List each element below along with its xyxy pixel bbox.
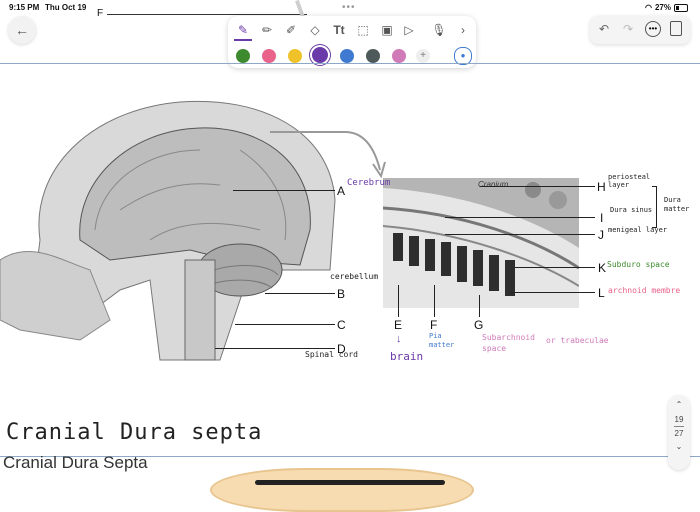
chevron-down-icon[interactable]: ⌄: [675, 442, 683, 451]
current-page: 19: [674, 415, 684, 424]
label-i: I: [600, 211, 604, 225]
chevron-right-icon[interactable]: ›: [461, 23, 465, 37]
annotation-meningeal: menigeal layer: [608, 226, 668, 234]
annotation-arachnoid: archnoid membre: [608, 286, 681, 295]
color-swatch-blue[interactable]: [340, 49, 354, 63]
dura-bracket: [652, 186, 657, 228]
leader-g: [479, 295, 480, 317]
color-swatch-green[interactable]: [236, 49, 250, 63]
annotation-subdural: Subduro space: [607, 260, 670, 269]
label-f: F: [430, 318, 438, 332]
top-label-f: F: [97, 8, 104, 19]
label-c: C: [337, 318, 346, 332]
leader-i: [445, 217, 595, 218]
label-g: G: [474, 318, 484, 332]
label-l: L: [598, 286, 605, 300]
annotation-cerebellum: cerebellum: [330, 272, 379, 281]
undo-redo-group: ↶ ↷ •••: [590, 16, 690, 44]
status-date: Thu Oct 19: [45, 3, 87, 12]
battery-icon: [674, 3, 688, 12]
label-j: J: [598, 228, 604, 242]
back-button[interactable]: ←: [8, 16, 36, 44]
total-pages: 27: [674, 429, 684, 438]
zoom-callout-arrow: [270, 131, 386, 179]
pager-divider: [674, 426, 684, 427]
annotation-brain: brain: [390, 350, 424, 363]
add-color-icon[interactable]: +: [416, 49, 430, 63]
undo-icon[interactable]: ↶: [599, 22, 610, 36]
pages-icon[interactable]: [670, 21, 682, 36]
pen-icon[interactable]: ✎: [234, 21, 252, 41]
leader-l: [510, 292, 595, 293]
color-swatch-magenta[interactable]: [392, 49, 406, 63]
color-swatch-pink[interactable]: [262, 49, 276, 63]
annotation-dura-sinus: Dura sinus: [610, 206, 653, 214]
annotation-periosteal: periosteal layer: [608, 173, 651, 189]
handwritten-title: Cranial Dura septa: [6, 420, 263, 445]
annotation-trabeculae: or trabeculae: [546, 336, 609, 345]
leader-f: [434, 285, 435, 317]
meninges-detail-illustration: [383, 178, 579, 308]
leader-b: [265, 293, 335, 294]
label-d: D: [337, 342, 346, 356]
play-icon[interactable]: ▷: [404, 23, 414, 37]
lasso-icon[interactable]: ⬚: [357, 23, 369, 37]
mic-icon[interactable]: 🎙: [431, 23, 447, 37]
battery-percent: 27%: [654, 3, 671, 12]
stroke-size-icon[interactable]: ●: [454, 47, 472, 65]
color-swatch-purple-selected[interactable]: [312, 47, 328, 63]
cranium-label: Cranium: [478, 180, 509, 189]
annotation-cerebrum: Cerebrum: [347, 178, 391, 188]
leader-d: [215, 348, 335, 349]
leader-k: [515, 267, 595, 268]
home-indicator[interactable]: [255, 480, 445, 485]
leader-h: [480, 186, 595, 187]
color-swatch-yellow[interactable]: [288, 49, 302, 63]
label-b: B: [337, 287, 346, 301]
pencil-icon[interactable]: ✏: [261, 23, 273, 37]
label-e: E: [394, 318, 403, 332]
label-a: A: [337, 184, 346, 198]
image-icon[interactable]: ▣: [381, 23, 393, 37]
annotation-subarachnoid: Subarchnoid space: [482, 333, 535, 353]
label-h: H: [597, 180, 606, 194]
arrow-down-icon: ↓: [396, 333, 402, 345]
leader-j: [445, 234, 595, 235]
arrow-left-icon: ←: [15, 22, 29, 38]
status-right: ◠ 27%: [645, 3, 688, 12]
multitask-dots-icon[interactable]: •••: [342, 2, 356, 13]
top-leader-line: [107, 14, 307, 15]
leader-c: [235, 324, 335, 325]
more-options-icon[interactable]: •••: [645, 21, 661, 37]
status-bar: 9:15 PM Thu Oct 19 ••• ◠ 27%: [0, 0, 700, 14]
color-swatch-gray[interactable]: [366, 49, 380, 63]
annotation-dura-mater: Dura matter: [664, 196, 690, 213]
next-figure-preview: [210, 468, 474, 512]
page-separator: [0, 456, 700, 457]
annotation-spinal-cord: Spinal cord: [305, 350, 358, 359]
annotation-pia-mater: Pia matter: [429, 332, 455, 349]
printed-title: Cranial Dura Septa: [3, 453, 148, 472]
leader-e: [398, 285, 399, 317]
drawing-toolbar: ✎ ✏ ✐ ◇ Tt ⬚ ▣ ▷ 🎙 › + ●: [228, 16, 476, 68]
page-navigator: ⌃ 19 27 ⌄: [668, 395, 690, 470]
brain-sagittal-illustration: [0, 100, 336, 361]
page-top-border: [0, 63, 700, 64]
chevron-up-icon[interactable]: ⌃: [675, 400, 683, 409]
text-icon[interactable]: Tt: [333, 23, 345, 37]
highlighter-icon[interactable]: ✐: [285, 23, 297, 37]
redo-icon[interactable]: ↷: [623, 22, 634, 36]
label-k: K: [598, 261, 607, 275]
eraser-icon[interactable]: ◇: [310, 23, 320, 37]
leader-a: [233, 190, 335, 191]
wifi-icon: ◠: [645, 3, 652, 12]
status-time: 9:15 PM: [9, 3, 40, 12]
